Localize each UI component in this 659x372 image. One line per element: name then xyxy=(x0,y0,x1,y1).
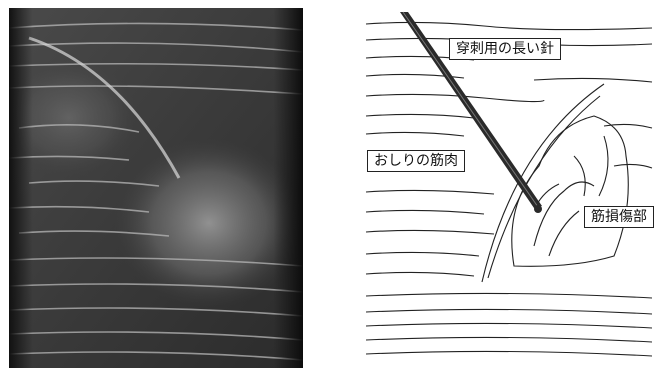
ultrasound-image xyxy=(9,8,303,368)
muscle-label: おしりの筋肉 xyxy=(367,150,465,172)
injury-outline xyxy=(482,84,628,282)
ultrasound-canvas xyxy=(9,8,303,368)
needle-label: 穿刺用の長い針 xyxy=(449,38,561,60)
schematic-sketch: 穿刺用の長い針 おしりの筋肉 筋損傷部 xyxy=(364,6,654,368)
sketch-canvas xyxy=(364,6,654,368)
muscle-fibers xyxy=(366,22,652,356)
injury-label: 筋損傷部 xyxy=(584,206,654,228)
